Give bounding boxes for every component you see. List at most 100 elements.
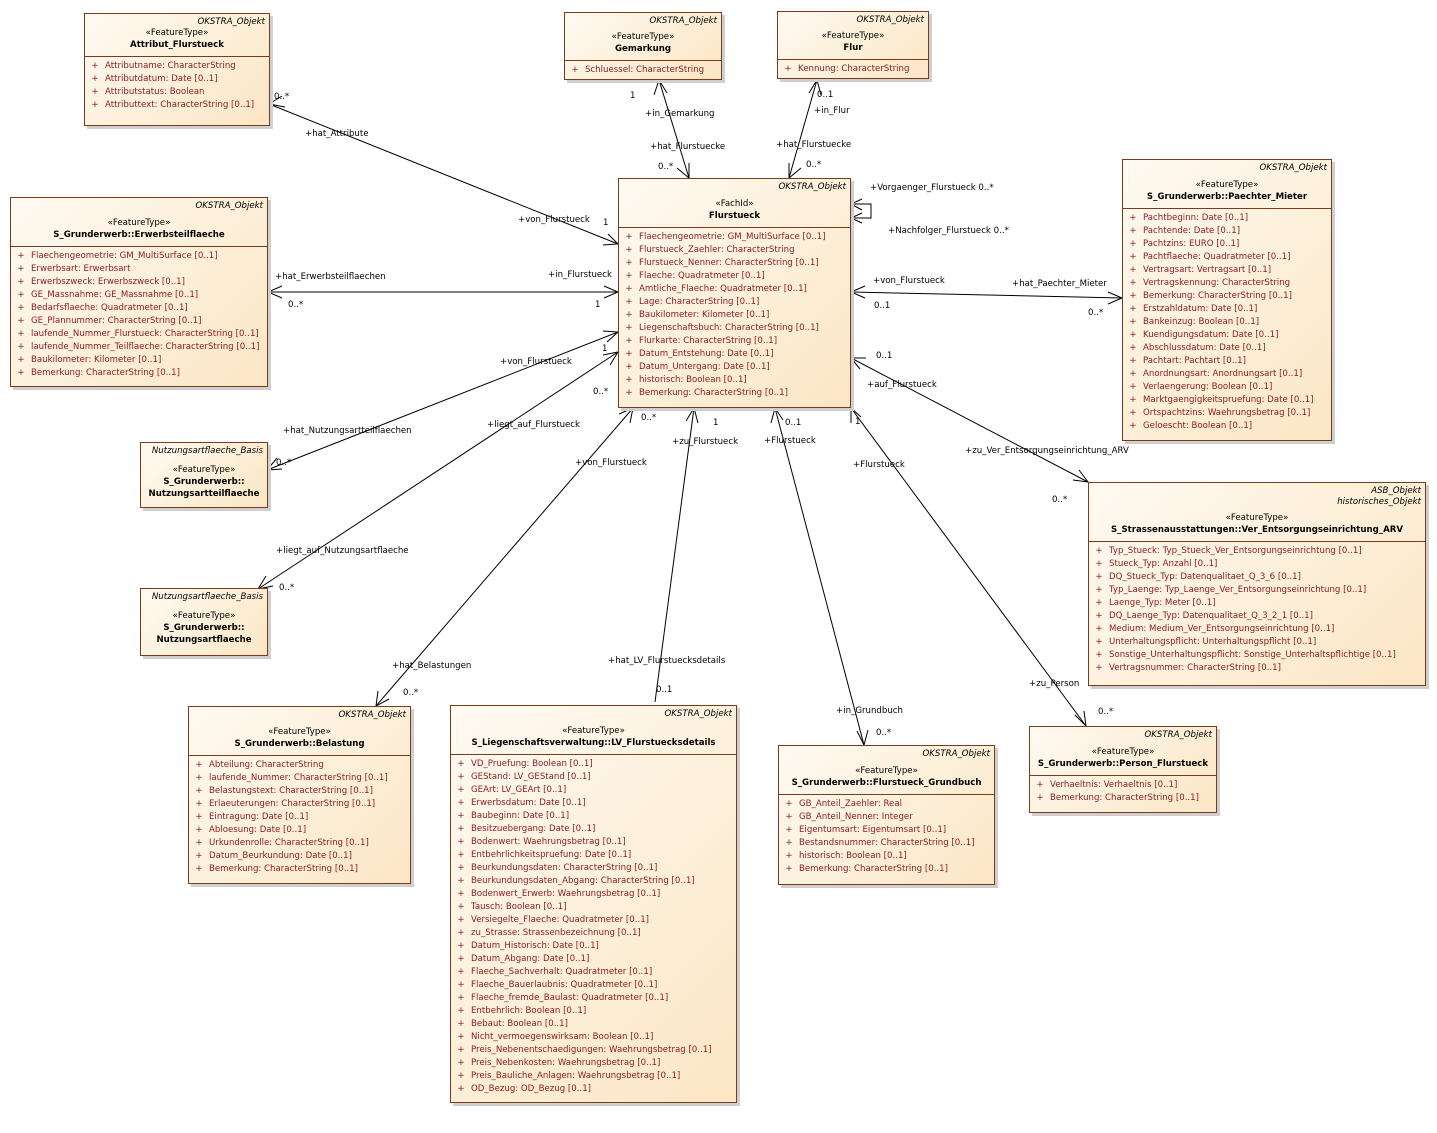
class-stereotype: «FachId»: [715, 199, 754, 209]
class-tag: OKSTRA_Objekt: [195, 201, 264, 211]
class-belastung[interactable]: OKSTRA_Objekt«FeatureType»S_Grunderwerb:…: [188, 706, 411, 884]
role-label: +auf_Flurstueck: [867, 380, 937, 390]
role-label: +hat_Nutzungsartteilflaechen: [283, 426, 412, 436]
attribute: +Verlaengerung: Boolean [0..1]: [1129, 382, 1273, 392]
attribute: +Belastungstext: CharacterString [0..1]: [195, 786, 374, 796]
class-erwerbsteilflaeche[interactable]: OKSTRA_Objekt«FeatureType»S_Grunderwerb:…: [10, 197, 268, 387]
multiplicity-label: 0..*: [641, 413, 657, 423]
attribute: +Versiegelte_Flaeche: Quadratmeter [0..1…: [457, 915, 650, 925]
class-name: Flur: [843, 43, 863, 53]
class-stereotype: «FeatureType»: [562, 726, 625, 736]
attribute: +Bemerkung: CharacterString [0..1]: [625, 388, 788, 398]
role-label: +hat_Flurstuecke: [776, 140, 852, 150]
class-nutzungsartflaeche[interactable]: Nutzungsartflaeche_Basis«FeatureType»S_G…: [140, 588, 268, 656]
class-tag: Nutzungsartflaeche_Basis: [151, 592, 263, 602]
role-label: +hat_Attribute: [305, 129, 369, 139]
attribute: +Sonstige_Unterhaltungspflicht: Sonstige…: [1095, 650, 1396, 660]
class-tag: OKSTRA_Objekt: [1144, 730, 1213, 740]
multiplicity-label: 0..1: [656, 685, 673, 695]
attribute: +Typ_Stueck: Typ_Stueck_Ver_Entsorgungse…: [1095, 546, 1362, 556]
attribute: +Erstzahldatum: Date [0..1]: [1129, 304, 1258, 314]
class-person-flurstueck[interactable]: OKSTRA_Objekt«FeatureType»S_Grunderwerb:…: [1029, 726, 1217, 813]
attribute: +Liegenschaftsbuch: CharacterString [0..…: [625, 323, 819, 333]
class-name-2: Nutzungsartteilflaeche: [148, 489, 260, 499]
class-name-2: Nutzungsartflaeche: [156, 635, 252, 645]
attribute: +laufende_Nummer_Teilflaeche: CharacterS…: [17, 342, 260, 352]
attribute: +Entbehrlichkeitspruefung: Date [0..1]: [457, 850, 632, 860]
class-stereotype: «FeatureType»: [107, 218, 171, 228]
class-stereotype: «FeatureType»: [611, 32, 675, 42]
attribute: +GE_Massnahme: GE_Massnahme [0..1]: [17, 290, 199, 300]
edge-paechter: [850, 291, 1123, 299]
attribute: +laufende_Nummer: CharacterString [0..1]: [195, 773, 388, 783]
attribute: +Abloesung: Date [0..1]: [195, 825, 307, 835]
attribute: +OD_Bezug: OD_Bezug [0..1]: [457, 1084, 592, 1094]
attribute: +Kennung: CharacterString: [784, 64, 910, 74]
attribute: +Attributtext: CharacterString [0..1]: [91, 100, 255, 110]
class-name: Attribut_Flurstueck: [130, 40, 224, 50]
edge-grundbuch: [774, 407, 865, 746]
attribute: +Datum_Historisch: Date [0..1]: [457, 941, 599, 951]
class-flurstueck-grundbuch[interactable]: OKSTRA_Objekt«FeatureType»S_Grunderwerb:…: [778, 745, 995, 885]
attribute: +Medium: Medium_Ver_Entsorgungseinrichtu…: [1095, 624, 1335, 634]
class-flur[interactable]: OKSTRA_Objekt«FeatureType»Flur +Kennung:…: [777, 11, 929, 79]
class-flurstueck[interactable]: OKSTRA_Objekt«FachId»Flurstueck +Flaeche…: [618, 178, 851, 408]
class-name: S_Grunderwerb::Paechter_Mieter: [1146, 192, 1308, 202]
multiplicity-label: 0..*: [1088, 308, 1104, 318]
class-name: S_Grunderwerb::Person_Flurstueck: [1037, 759, 1209, 769]
role-label: +Flurstueck: [764, 436, 816, 446]
role-label: +hat_LV_Flurstuecksdetails: [608, 656, 726, 666]
attribute: +Anordnungsart: Anordnungsart [0..1]: [1129, 369, 1303, 379]
class-tag: Nutzungsartflaeche_Basis: [151, 446, 263, 456]
attribute: +Flurstueck_Zaehler: CharacterString: [625, 245, 795, 255]
attribute: +Flurkarte: CharacterString [0..1]: [625, 336, 778, 346]
attribute: +Laenge_Typ: Meter [0..1]: [1095, 598, 1216, 608]
attribute: +Flaeche_Sachverhalt: Quadratmeter [0..1…: [457, 967, 653, 977]
multiplicity-label: 0..*: [806, 160, 822, 170]
role-label: +in_Flurstueck: [548, 270, 612, 280]
multiplicity-label: 0..*: [279, 583, 295, 593]
multiplicity-label: 1: [630, 91, 636, 101]
attribute-list: +VD_Pruefung: Boolean [0..1] +GEStand: L…: [451, 754, 736, 1099]
attribute: +Stueck_Typ: Anzahl [0..1]: [1095, 559, 1218, 569]
role-label: +zu_Ver_Entsorgungseinrichtung_ARV: [965, 446, 1129, 456]
attribute: +historisch: Boolean [0..1]: [625, 375, 747, 385]
attribute: +Baukilometer: Kilometer [0..1]: [625, 310, 770, 320]
class-stereotype: «FeatureType»: [145, 28, 209, 38]
role-label: +von_Flurstueck: [518, 215, 590, 225]
attribute: +Eintragung: Date [0..1]: [195, 812, 309, 822]
attribute-list: +Attributname: CharacterString+Attributd…: [85, 56, 269, 115]
class-name: S_Grunderwerb::Belastung: [234, 739, 365, 749]
class-nutzungsartteilflaeche[interactable]: Nutzungsartflaeche_Basis«FeatureType»S_G…: [140, 442, 268, 508]
class-gemarkung[interactable]: OKSTRA_Objekt«FeatureType»Gemarkung +Sch…: [564, 12, 722, 80]
multiplicity-label: 1: [595, 300, 601, 310]
attribute: +Urkundenrolle: CharacterString [0..1]: [195, 838, 369, 848]
class-paechter-mieter[interactable]: OKSTRA_Objekt«FeatureType»S_Grunderwerb:…: [1122, 159, 1332, 441]
attribute: +Bebaut: Boolean [0..1]: [457, 1019, 568, 1029]
class-lv-flurstuecksdetails[interactable]: OKSTRA_Objekt«FeatureType»S_Liegenschaft…: [450, 705, 737, 1103]
multiplicity-label: 0..*: [1098, 707, 1114, 717]
attribute: +Preis_Nebenentschaedigungen: Waehrungsb…: [457, 1045, 712, 1055]
attribute: +Flurstueck_Nenner: CharacterString [0..…: [625, 258, 819, 268]
attribute: +Erlaeuterungen: CharacterString [0..1]: [195, 799, 376, 809]
attribute: +Flaeche_Bauerlaubnis: Quadratmeter [0..…: [457, 980, 658, 990]
attribute-list: +Schluessel: CharacterString: [565, 60, 721, 80]
attribute: +Baubeginn: Date [0..1]: [457, 811, 570, 821]
attribute: +Typ_Laenge: Typ_Laenge_Ver_Entsorgungse…: [1095, 585, 1367, 595]
attribute: +Abschlussdatum: Date [0..1]: [1129, 343, 1266, 353]
class-stereotype: «FeatureType»: [855, 766, 918, 776]
role-label: +zu_Flurstueck: [672, 437, 739, 447]
attribute: +zu_Strasse: Strassenbezeichnung [0..1]: [457, 928, 641, 938]
attribute: +DQ_Stueck_Typ: Datenqualitaet_Q_3_6 [0.…: [1095, 572, 1301, 582]
multiplicity-label: 0..*: [593, 387, 609, 397]
multiplicity-label: 0..*: [276, 458, 292, 468]
attribute-list: +GB_Anteil_Zaehler: Real +GB_Anteil_Nenn…: [779, 794, 994, 879]
class-name: S_Grunderwerb::: [163, 477, 245, 487]
attribute: +Bemerkung: CharacterString [0..1]: [195, 864, 358, 874]
attribute: +Flaeche: Quadratmeter [0..1]: [625, 271, 765, 281]
multiplicity-label: 1: [713, 418, 719, 428]
attribute: +Marktgaengigkeitspruefung: Date [0..1]: [1129, 395, 1314, 405]
class-attribut-flurstueck[interactable]: OKSTRA_Objekt«FeatureType»Attribut_Flurs…: [84, 13, 270, 126]
role-label: +hat_Flurstuecke: [650, 142, 726, 152]
